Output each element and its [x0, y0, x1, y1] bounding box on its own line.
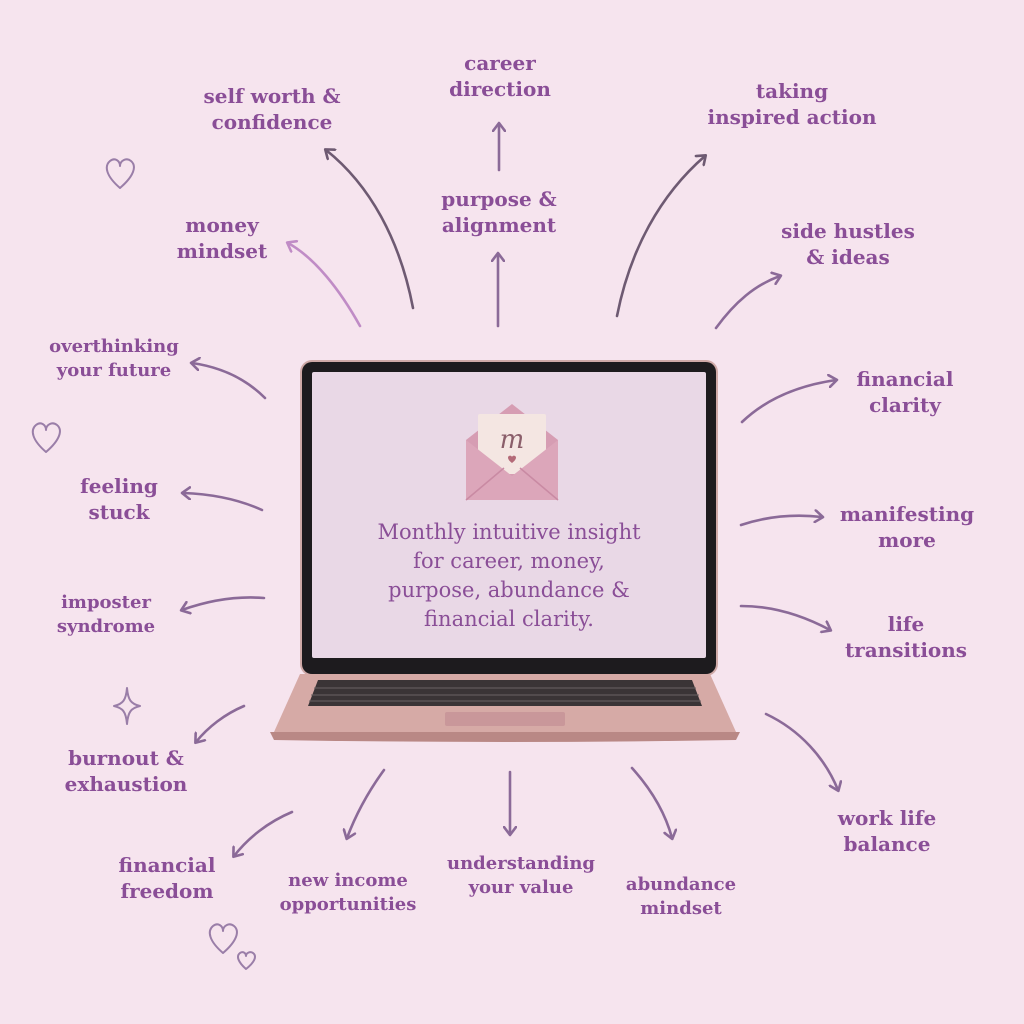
arrow-abundance [630, 766, 672, 838]
laptop-base [270, 674, 740, 742]
screen-message-line: financial clarity. [424, 607, 594, 631]
arrow-side-hustles [714, 276, 780, 330]
arrow-self-worth [326, 150, 415, 310]
heart-icon [105, 158, 135, 189]
arrow-manifesting [739, 516, 822, 527]
laptop-lid: m Monthly intuitive insight for career, … [302, 362, 716, 674]
screen-message: Monthly intuitive insight for career, mo… [312, 518, 706, 634]
heart-icon [208, 923, 238, 954]
topic-side-hustles: side hustles& ideas [781, 219, 915, 269]
envelope-icon: m [465, 404, 559, 501]
arrow-imposter [182, 596, 266, 611]
arrow-financial-clarity [740, 380, 836, 424]
topic-purpose-alignment: purpose &alignment [441, 187, 557, 237]
arrow-overthinking [192, 363, 267, 400]
arrow-money-mindset [288, 243, 362, 328]
envelope-letter: m [500, 425, 525, 455]
arrow-burnout [196, 704, 246, 742]
screen-message-line: Monthly intuitive insight [377, 520, 641, 544]
heart-icon [237, 951, 256, 970]
laptop-screen: m Monthly intuitive insight for career, … [312, 372, 706, 658]
arrow-feeling-stuck [183, 493, 264, 512]
arrow-life-transitions [739, 604, 830, 630]
sparkle-icon [113, 687, 141, 725]
arrow-new-income [347, 768, 386, 838]
heart-icon [31, 422, 61, 453]
arrow-taking-action [615, 156, 705, 318]
topic-burnout: burnout &exhaustion [64, 746, 188, 796]
screen-message-line: purpose, abundance & [388, 578, 630, 602]
arrow-financial-freedom [234, 810, 294, 856]
screen-message-line: for career, money, [413, 549, 605, 573]
topic-self-worth: self worth &confidence [203, 84, 341, 134]
arrow-work-life [764, 712, 838, 790]
